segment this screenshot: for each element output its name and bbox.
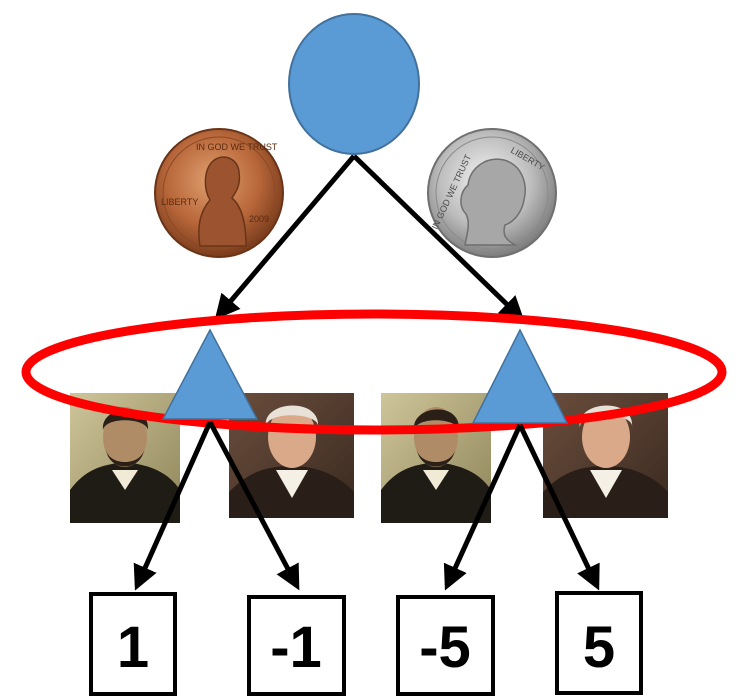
edge-right-to-leaf-3 — [443, 423, 523, 591]
root-edges — [214, 154, 525, 322]
penny-icon: IN GOD WE TRUST LIBERTY 2009 — [154, 128, 284, 258]
edge-right-to-leaf-4 — [517, 423, 600, 591]
edge-root-right — [352, 154, 525, 322]
decision-node-left — [161, 328, 259, 420]
payoff-value: -5 — [419, 615, 471, 680]
penny-year: 2009 — [249, 214, 269, 224]
information-set-ellipse — [21, 309, 727, 435]
payoff-value: 5 — [583, 615, 615, 680]
penny-motto: IN GOD WE TRUST — [196, 142, 278, 152]
nickel-icon: LIBERTY IN GOD WE TRUST — [427, 128, 557, 258]
leaf-edges — [133, 420, 600, 591]
payoff-value: -1 — [270, 615, 322, 680]
decision-node-right — [471, 328, 569, 424]
payoff-box: 5 — [555, 591, 643, 695]
edge-left-to-leaf-1 — [133, 420, 213, 591]
edge-root-left — [214, 154, 356, 320]
edge-left-to-leaf-2 — [207, 420, 300, 591]
penny-liberty: LIBERTY — [161, 197, 198, 207]
root-node — [288, 13, 420, 155]
payoff-value: 1 — [117, 615, 149, 680]
payoff-box: -5 — [396, 595, 495, 696]
payoff-box: 1 — [89, 592, 177, 696]
payoff-box: -1 — [247, 595, 346, 696]
lincoln-portrait — [381, 393, 491, 523]
